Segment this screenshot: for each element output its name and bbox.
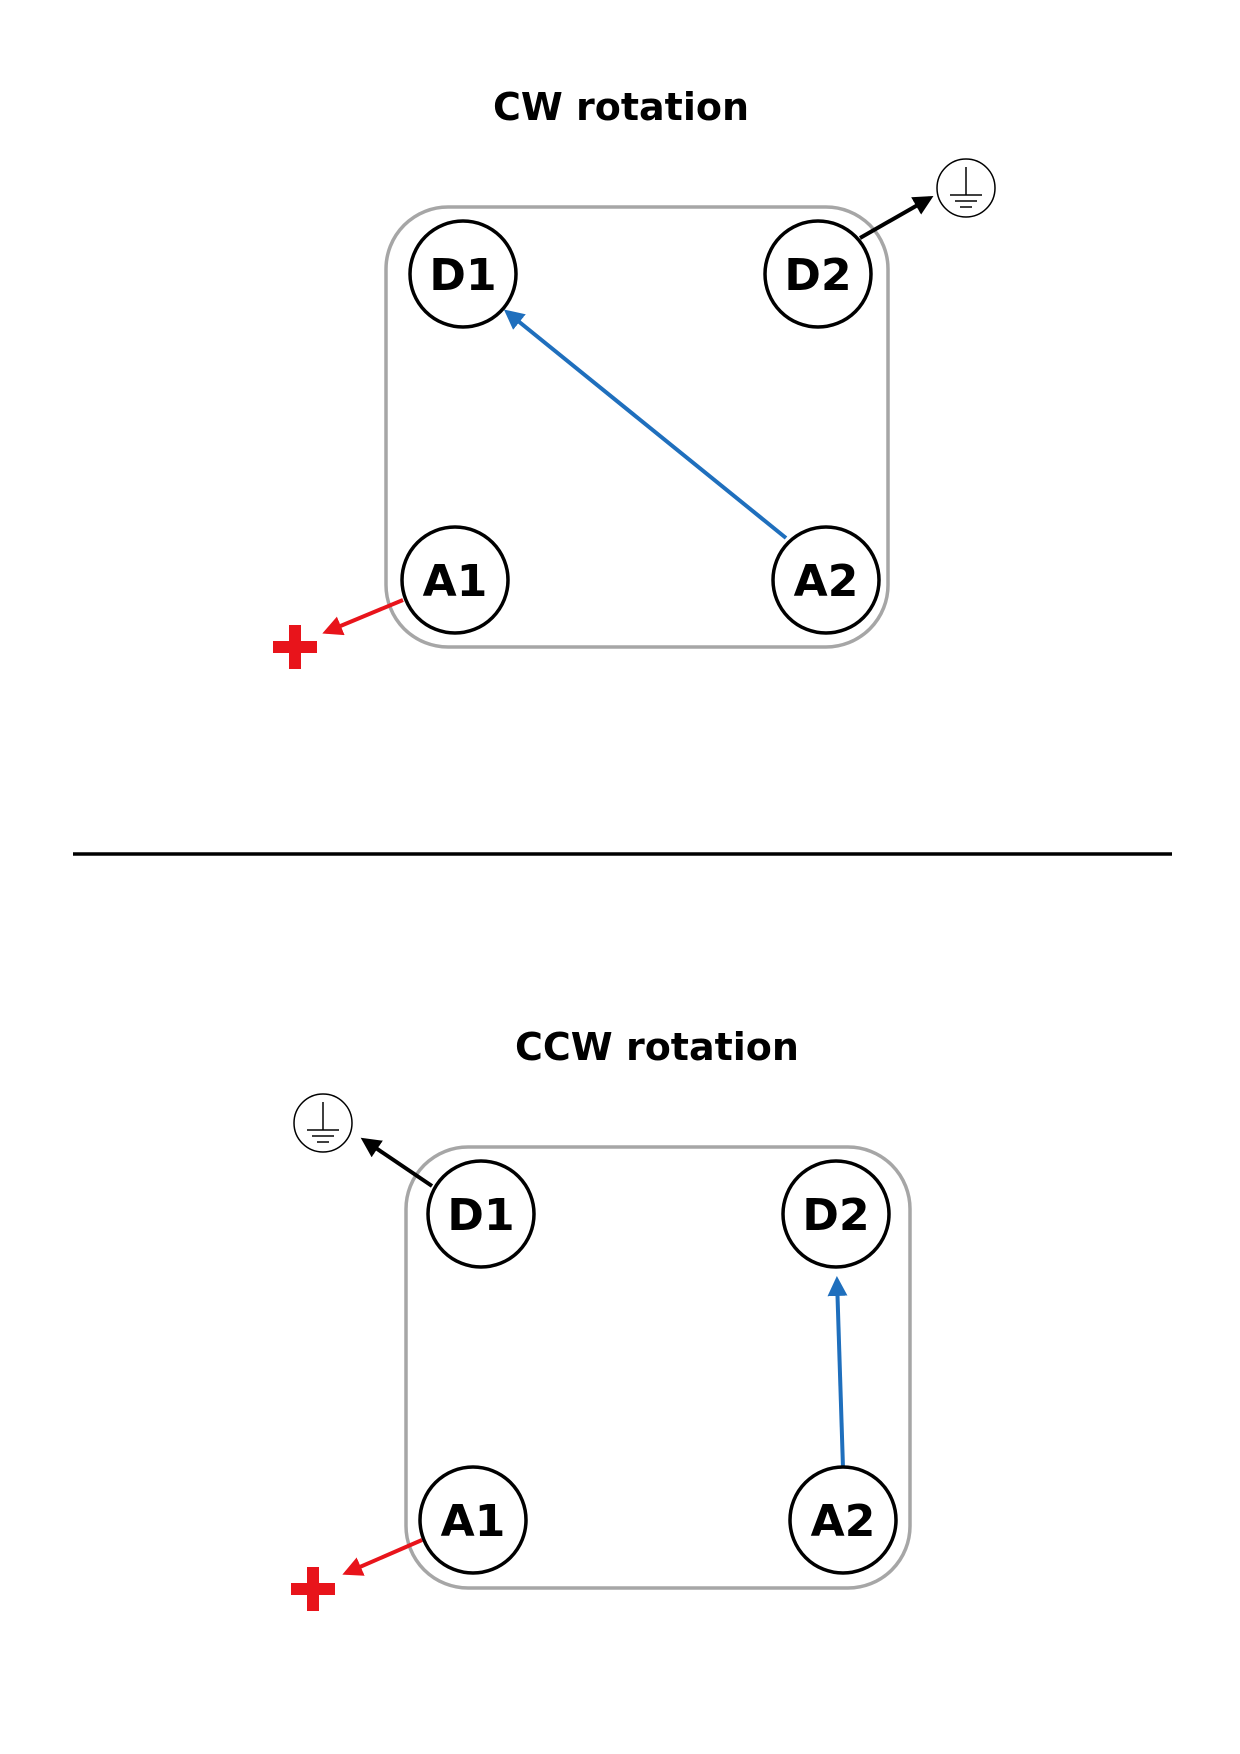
cw-title: CW rotation: [493, 85, 749, 129]
ccw-terminal-a2: A2: [788, 1465, 898, 1575]
ccw-positive-wire-a1: [342, 1538, 423, 1576]
cw-terminal-d1-label: D1: [429, 250, 496, 301]
ccw-terminal-a2-label: A2: [811, 1496, 876, 1547]
ccw-terminal-d1-label: D1: [447, 1190, 514, 1241]
ground-icon: [936, 158, 996, 218]
ccw-terminal-a1: A1: [418, 1465, 528, 1575]
ccw-link-wire-a2-to-d2: [827, 1276, 848, 1469]
ccw-terminal-d1: D1: [426, 1159, 536, 1269]
plus-icon: [273, 625, 317, 669]
cw-terminal-a2-label: A2: [794, 556, 859, 607]
cw-terminal-d2: D2: [763, 219, 873, 329]
ccw-diagram: CCW rotation D1 D2 A1 A2: [291, 1025, 912, 1611]
ccw-title: CCW rotation: [515, 1025, 799, 1069]
cw-ground-wire-d2: [859, 196, 934, 240]
cw-terminal-a1-label: A1: [423, 556, 488, 607]
cw-link-wire-a2-to-d1: [503, 309, 788, 540]
cw-diagram: CW rotation D1 D2 A1 A2: [273, 85, 996, 669]
ccw-ground-wire-d1: [360, 1137, 434, 1188]
plus-icon: [291, 1567, 335, 1611]
cw-terminal-d1: D1: [408, 219, 518, 329]
cw-positive-wire-a1: [322, 598, 404, 636]
ccw-terminal-d2: D2: [781, 1159, 891, 1269]
ccw-terminal-d2-label: D2: [802, 1190, 869, 1241]
cw-motor-housing: [384, 205, 890, 649]
cw-terminal-a2: A2: [771, 525, 881, 635]
ccw-terminal-a1-label: A1: [441, 1496, 506, 1547]
cw-terminal-a1: A1: [400, 525, 510, 635]
ccw-motor-housing: [404, 1145, 912, 1590]
ground-icon: [293, 1093, 353, 1153]
cw-terminal-d2-label: D2: [784, 250, 851, 301]
